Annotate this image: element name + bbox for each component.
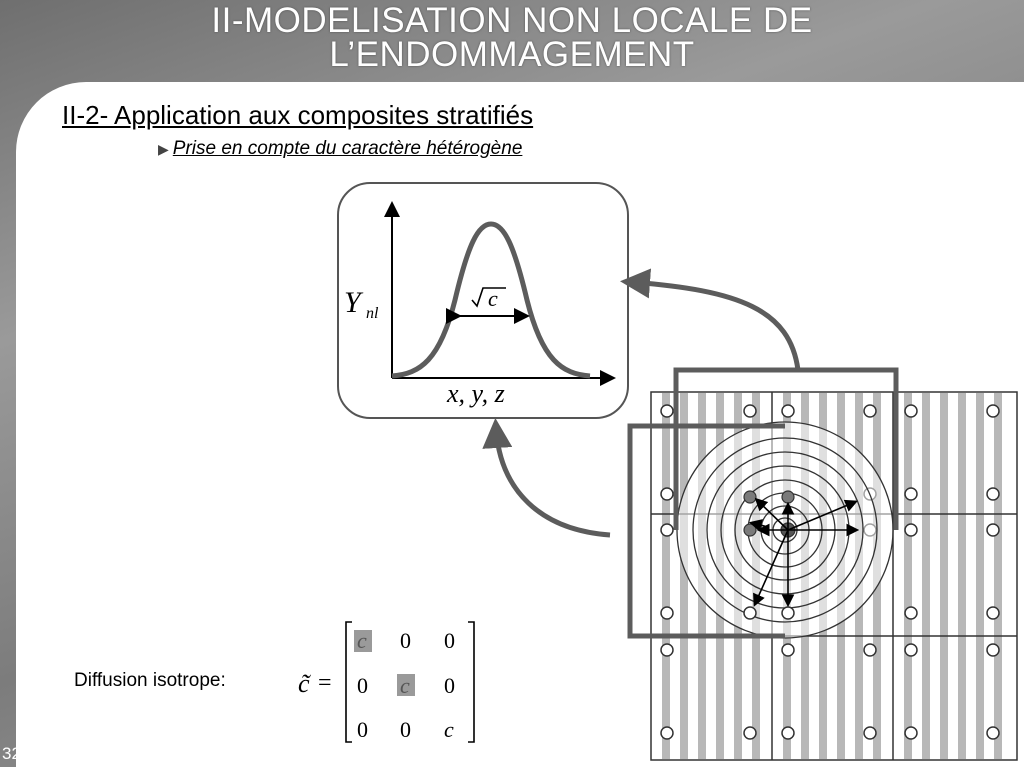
matrix-r2-c1: 0	[357, 673, 368, 698]
matrix-r1-c1: c	[357, 628, 367, 653]
matrix-r3-c3: c	[444, 717, 454, 742]
laminate-grid	[630, 370, 1017, 760]
curved-arrow-top	[630, 282, 798, 370]
matrix-r2-c3: 0	[444, 673, 455, 698]
matrix-right-bracket	[468, 622, 474, 742]
equation-lhs: c̃	[298, 669, 312, 698]
matrix-r3-c1: 0	[357, 717, 368, 742]
matrix-left-bracket	[346, 622, 352, 742]
page-number: 32	[2, 744, 21, 764]
x-axis-label: x, y, z	[446, 379, 505, 408]
curved-arrow-left	[496, 428, 610, 535]
equation-prefix: Diffusion isotrope:	[74, 670, 226, 691]
width-label: c	[488, 286, 498, 311]
y-axis-label-subscript: nl	[366, 305, 379, 322]
gaussian-graph: Y nl c x, y, z	[338, 183, 628, 418]
matrix-r2-c2: c	[400, 673, 410, 698]
matrix-r1-c2: 0	[400, 628, 411, 653]
matrix-r1-c3: 0	[444, 628, 455, 653]
matrix-r3-c2: 0	[400, 717, 411, 742]
equation-equals: =	[318, 670, 332, 696]
diffusion-equation: Diffusion isotrope: c̃ = c 0 0 0 c 0 0 0…	[74, 622, 474, 742]
